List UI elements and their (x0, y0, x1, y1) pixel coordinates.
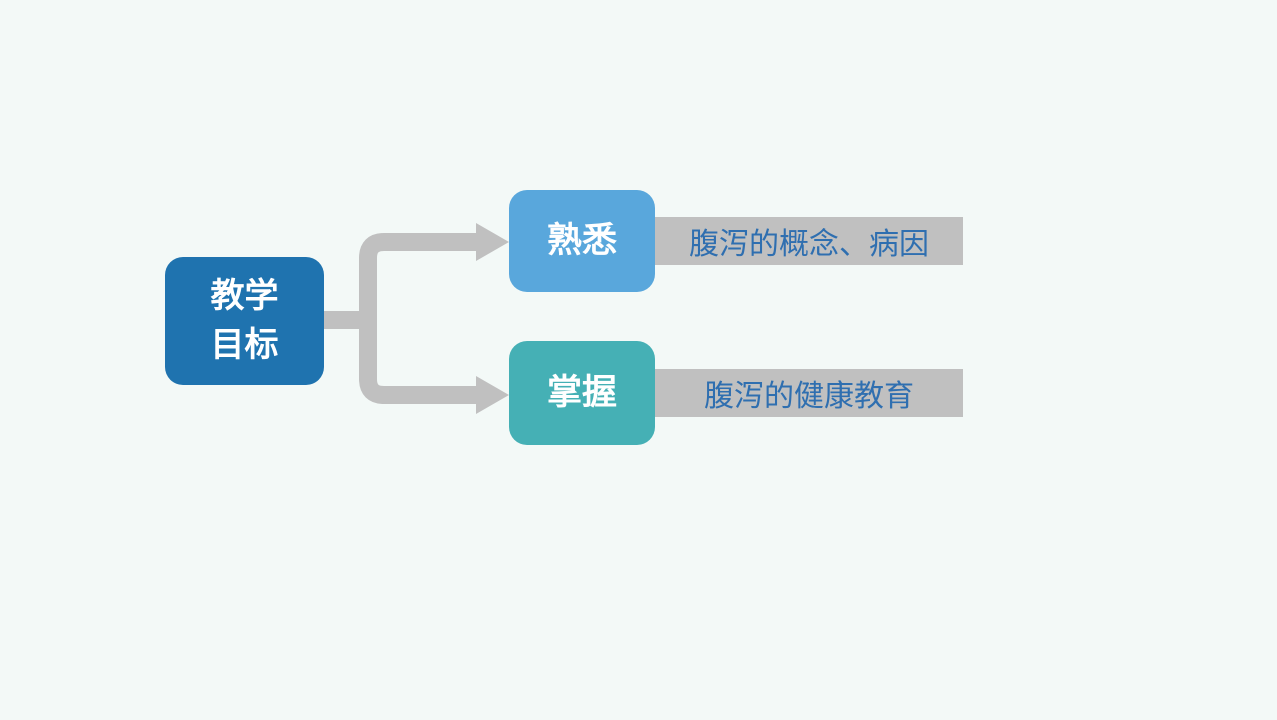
familiarize-detail-text: 腹泻的概念、病因 (689, 227, 929, 262)
teaching-goals-line1: 教学 (210, 275, 279, 316)
familiarize-detail-bar: 腹泻的概念、病因 (655, 217, 963, 265)
master-detail-text: 腹泻的健康教育 (704, 379, 914, 414)
branch-line-top (359, 233, 478, 320)
branch-line-bottom (359, 320, 478, 404)
arrowhead-top (476, 223, 509, 261)
master-detail-bar: 腹泻的健康教育 (655, 369, 963, 417)
arrowhead-bottom (476, 376, 509, 414)
master-box: 掌握 (509, 341, 655, 445)
teaching-goals-line2: 目标 (210, 325, 279, 365)
master-label: 掌握 (546, 372, 617, 413)
teaching-goals-box: 教学 目标 (165, 257, 324, 385)
familiarize-label: 熟悉 (546, 220, 617, 261)
familiarize-box: 熟悉 (509, 190, 655, 292)
